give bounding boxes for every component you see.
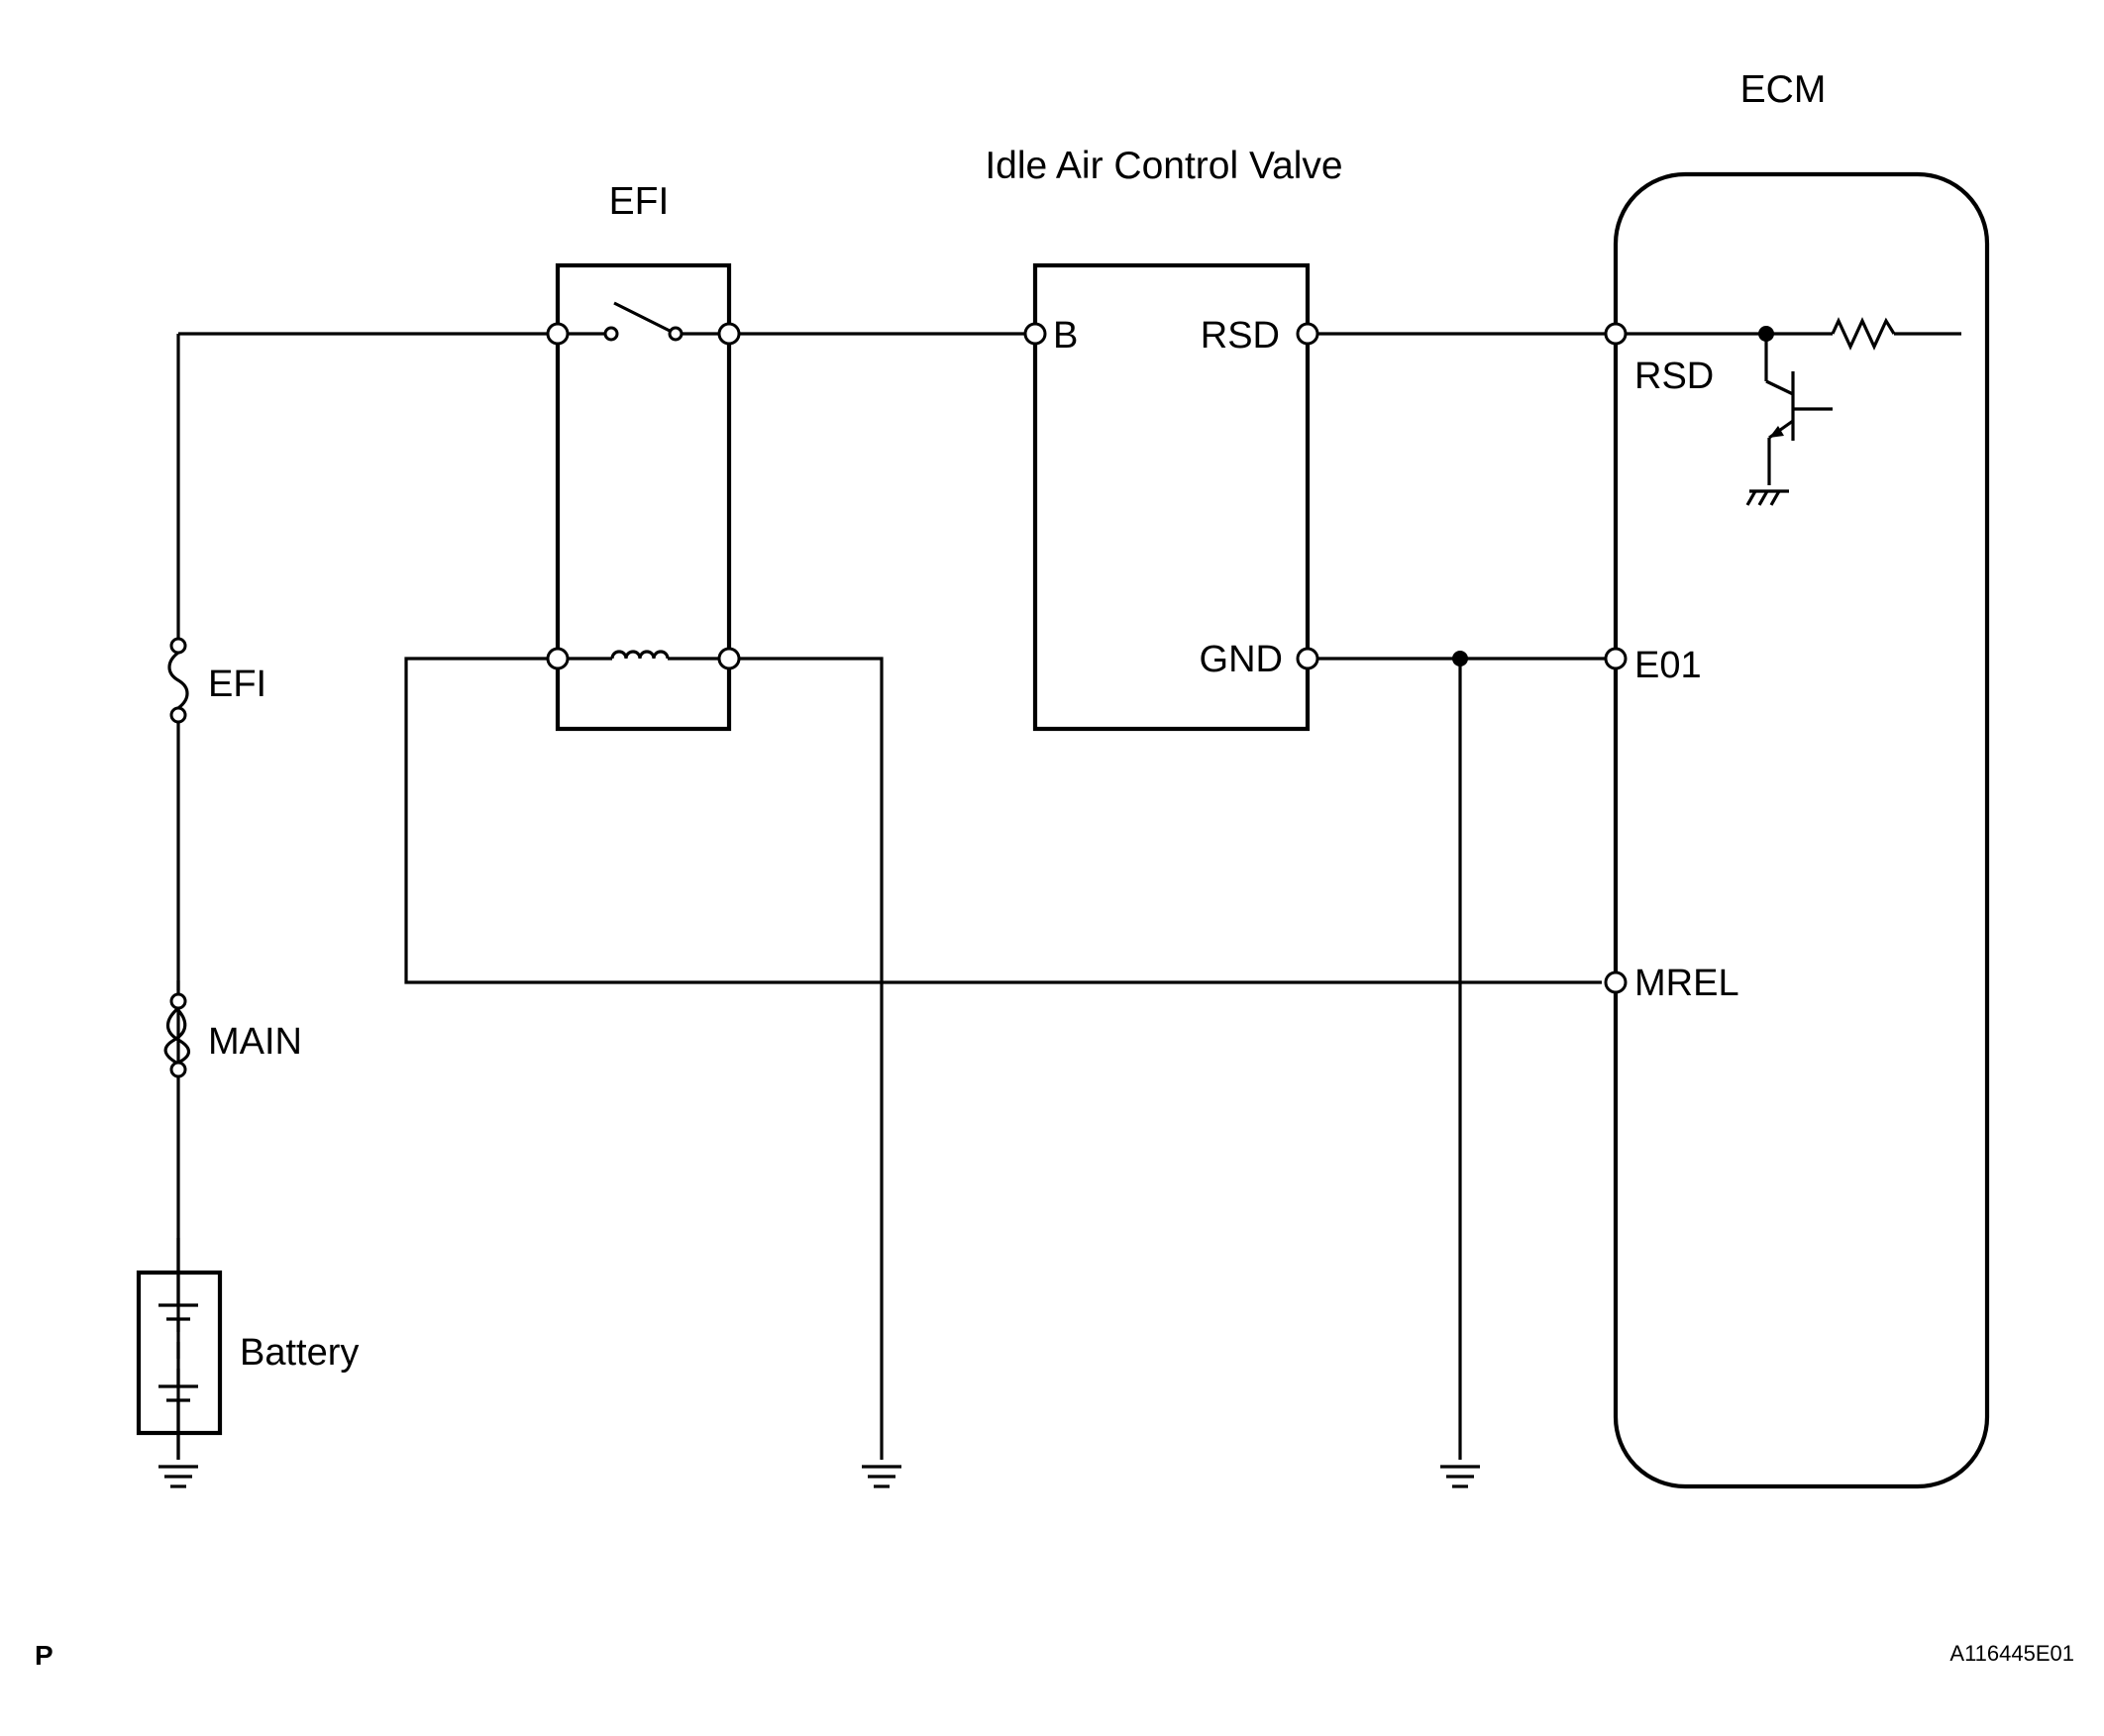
iac-gnd-label: GND bbox=[1200, 639, 1283, 680]
supply-wire bbox=[176, 332, 558, 1460]
iac-rsd-label: RSD bbox=[1201, 315, 1280, 357]
ecm-title: ECM bbox=[1740, 68, 1827, 111]
battery-label: Battery bbox=[240, 1332, 359, 1374]
corner-code: P bbox=[35, 1640, 53, 1671]
iac-valve-title: Idle Air Control Valve bbox=[985, 145, 1342, 187]
ecm-e01-label: E01 bbox=[1634, 645, 1702, 686]
ground-symbol-gnd bbox=[1440, 1465, 1480, 1488]
iac-terminal-rsd bbox=[1296, 322, 1319, 346]
efi-relay-box bbox=[555, 262, 732, 732]
ecm-internal-circuit bbox=[1626, 317, 1961, 506]
iac-terminal-b bbox=[1023, 322, 1047, 346]
wire-coil-to-mrel bbox=[404, 657, 1602, 984]
iac-valve-box bbox=[1032, 262, 1311, 732]
efi-relay-terminal bbox=[717, 322, 741, 346]
efi-relay-title: EFI bbox=[609, 180, 670, 223]
ecm-mrel-label: MREL bbox=[1634, 963, 1739, 1004]
main-fuse bbox=[163, 980, 191, 1078]
ground-symbol-battery bbox=[158, 1465, 198, 1488]
ecm-terminal-rsd bbox=[1604, 322, 1628, 346]
ecm-terminal-e01 bbox=[1604, 647, 1628, 670]
ecm-rsd-label: RSD bbox=[1634, 356, 1714, 397]
efi-fuse bbox=[167, 637, 189, 724]
efi-relay-switch bbox=[565, 301, 722, 342]
ecm-box bbox=[1613, 171, 1990, 1489]
ecm-terminal-mrel bbox=[1604, 970, 1628, 994]
iac-terminal-gnd bbox=[1296, 647, 1319, 670]
wire-coil-to-ground bbox=[739, 657, 884, 1460]
figure-id: A116445E01 bbox=[1949, 1641, 2074, 1666]
ground-symbol-relay bbox=[862, 1465, 901, 1488]
efi-relay-terminal bbox=[546, 322, 570, 346]
efi-relay-coil bbox=[565, 650, 722, 661]
main-fuse-label: MAIN bbox=[208, 1021, 302, 1063]
efi-fuse-label: EFI bbox=[208, 664, 266, 705]
efi-relay-terminal bbox=[717, 647, 741, 670]
iac-b-label: B bbox=[1053, 315, 1078, 357]
efi-relay-terminal bbox=[546, 647, 570, 670]
battery-symbol bbox=[136, 1238, 223, 1460]
